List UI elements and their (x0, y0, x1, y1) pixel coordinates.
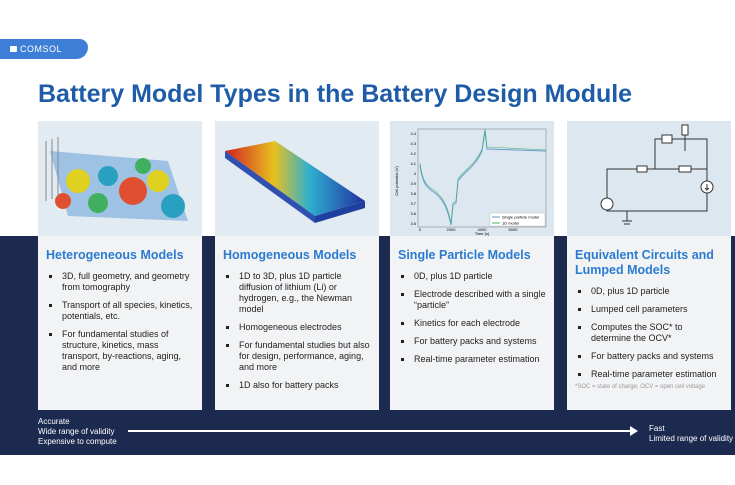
legend (489, 212, 546, 227)
bullet: Kinetics for each electrode (398, 318, 546, 329)
bullet: 3D, full geometry, and geometry from tom… (46, 271, 194, 293)
y-tick: 3.5 (410, 221, 416, 226)
card-heading: Single Particle Models (398, 248, 531, 262)
y-tick: 4.4 (410, 131, 416, 136)
bullet: 1D also for battery packs (223, 380, 371, 391)
y-tick: 3.7 (410, 201, 416, 206)
y-tick: 4.3 (410, 141, 416, 146)
card-single-particle: Cell potential (V) Time (s) 4.4 4.3 4.2 4.1… (390, 121, 554, 410)
equivalent-circuit-diagram (567, 121, 731, 236)
bullet: Real-time parameter estimation (575, 369, 723, 380)
bullet: Computes the SOC* to determine the OCV* (575, 322, 723, 344)
y-tick: 4.1 (410, 161, 416, 166)
logo-icon (10, 46, 17, 52)
page-title: Battery Model Types in the Battery Desig… (38, 80, 633, 108)
bullet: 1D to 3D, plus 1D particle diffusion of … (223, 271, 371, 315)
bullet: Lumped cell parameters (575, 304, 723, 315)
bullet: Electrode described with a single “parti… (398, 289, 546, 311)
y-tick: 3.6 (410, 211, 416, 216)
comsol-logo: COMSOL (0, 39, 88, 59)
card-heterogeneous: Heterogeneous Models 3D, full geometry, … (38, 121, 202, 410)
legend-entry: Single particle model (502, 215, 539, 220)
cell-potential-plot: Cell potential (V) Time (s) 4.4 4.3 4.2 4.1… (390, 121, 554, 236)
x-tick: 2000 (447, 227, 457, 232)
bullet: Transport of all species, kinetics, pote… (46, 300, 194, 322)
x-tick: 6000 (509, 227, 519, 232)
footnote: *SOC = state of charge; OCV = open cell … (575, 384, 706, 390)
bullet: 0D, plus 1D particle (398, 271, 546, 282)
heterogeneous-model-image (38, 121, 202, 236)
y-tick: 3.8 (410, 191, 416, 196)
card-equivalent-circuits: Equivalent Circuits and Lumped Models 0D… (567, 121, 731, 410)
bullet: For fundamental studies but also for des… (223, 340, 371, 373)
card-heading: Homogeneous Models (223, 248, 357, 262)
x-tick: 0 (419, 227, 422, 232)
x-axis-label: Time (s) (475, 231, 490, 236)
card-heading: Equivalent Circuits and Lumped Models (575, 248, 714, 277)
card-homogeneous: Homogeneous Models 1D to 3D, plus 1D par… (215, 121, 379, 410)
particle-geometry-illustration (38, 121, 202, 236)
x-tick: 4000 (478, 227, 488, 232)
bullet: Homogeneous electrodes (223, 322, 371, 333)
bullet: 0D, plus 1D particle (575, 286, 723, 297)
y-axis-label: Cell potential (V) (394, 166, 399, 196)
single-particle-plot: Cell potential (V) Time (s) 4.4 4.3 4.2 4.1… (390, 121, 554, 236)
circuit-diagram-image (567, 121, 731, 236)
card-heading: Heterogeneous Models (46, 248, 184, 262)
series-1d-model (419, 128, 547, 224)
scale-arrow (128, 426, 638, 436)
electrode-slab-illustration (215, 121, 379, 236)
homogeneous-model-image (215, 121, 379, 236)
legend-entry: 1D model (502, 221, 519, 226)
y-tick: 3.9 (410, 181, 416, 186)
bullet: For battery packs and systems (398, 336, 546, 347)
bullet: For battery packs and systems (575, 351, 723, 362)
y-tick: 4 (414, 171, 417, 176)
bullet: Real-time parameter estimation (398, 354, 546, 365)
bullet: For fundamental studies of structure, ki… (46, 329, 194, 373)
y-tick: 4.2 (410, 151, 416, 156)
series-single-particle (419, 130, 547, 226)
